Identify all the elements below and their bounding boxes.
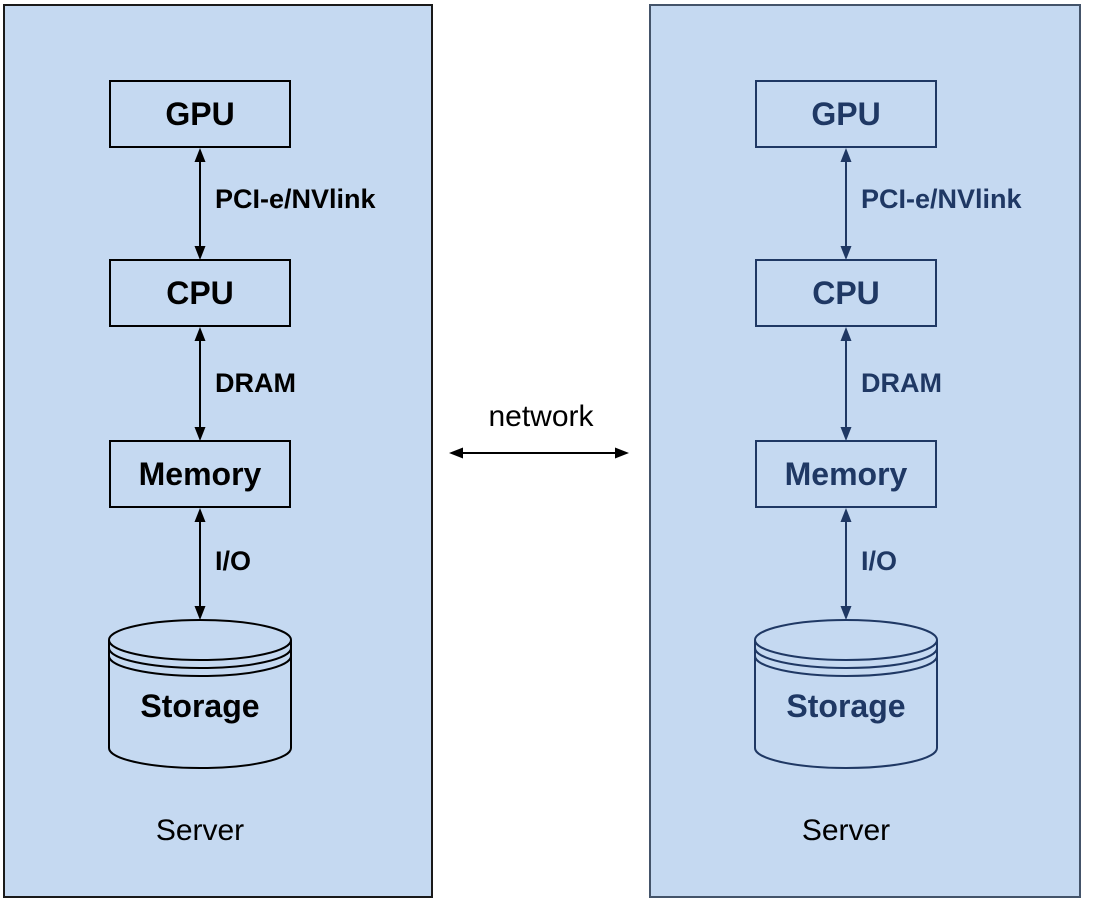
io-label: I/O — [861, 546, 898, 576]
server-caption: Server — [155, 814, 245, 847]
cpu-box: CPU — [109, 259, 291, 327]
cpu-label: CPU — [166, 274, 234, 311]
gpu-box: GPU — [109, 80, 291, 148]
network-arrow — [449, 447, 629, 459]
gpu-box: GPU — [755, 80, 937, 148]
server-panel-right: GPU PCI-e/NVlink CPU DRAM Memory I/O — [649, 4, 1081, 898]
memory-box: Memory — [109, 440, 291, 508]
gpu-label: GPU — [811, 95, 881, 132]
network-label: network — [488, 400, 594, 433]
storage-label: Storage — [140, 688, 260, 724]
cpu-memory-arrow — [840, 327, 852, 441]
storage-label: Storage — [786, 688, 906, 724]
dram-label: DRAM — [861, 368, 942, 398]
cpu-label: CPU — [812, 274, 880, 311]
memory-box: Memory — [755, 440, 937, 508]
server-caption: Server — [801, 814, 891, 847]
memory-storage-arrow — [840, 508, 852, 620]
memory-label: Memory — [138, 455, 262, 492]
gpu-cpu-arrow — [194, 148, 206, 260]
io-label: I/O — [215, 546, 252, 576]
storage-cylinder — [754, 619, 938, 769]
memory-label: Memory — [784, 455, 908, 492]
gpu-label: GPU — [165, 95, 235, 132]
cpu-memory-arrow — [194, 327, 206, 441]
dram-label: DRAM — [215, 368, 296, 398]
gpu-cpu-arrow — [840, 148, 852, 260]
pci-e-nvlink-label: PCI-e/NVlink — [215, 184, 376, 214]
pci-e-nvlink-label: PCI-e/NVlink — [861, 184, 1022, 214]
storage-cylinder — [108, 619, 292, 769]
memory-storage-arrow — [194, 508, 206, 620]
cpu-box: CPU — [755, 259, 937, 327]
server-panel-left: GPU PCI-e/NVlink CPU DRAM Memory I/O — [3, 4, 433, 898]
